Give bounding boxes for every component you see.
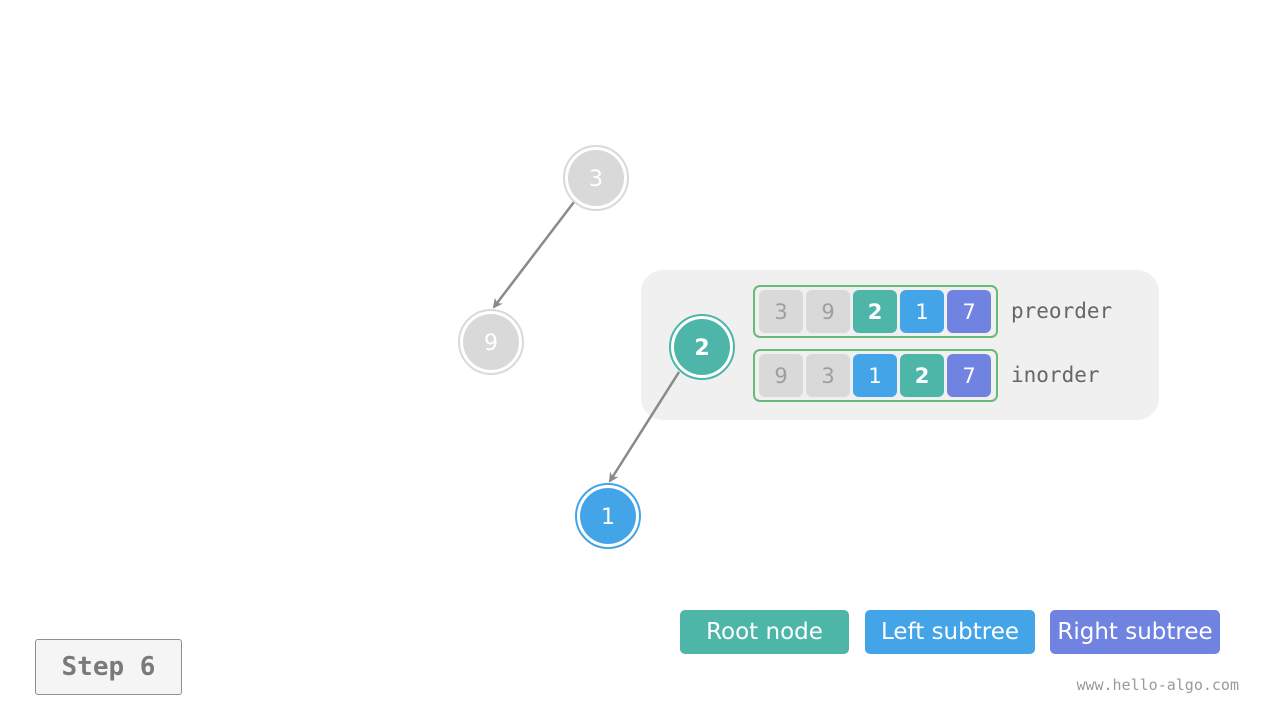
watermark: www.hello-algo.com (1076, 676, 1239, 694)
tree-node-2-label: 2 (694, 336, 709, 361)
svg-text:7: 7 (962, 300, 975, 324)
tree-node-2: 2 (669, 314, 735, 380)
preorder-cell: 7 (947, 290, 991, 333)
svg-text:9: 9 (774, 364, 787, 388)
inorder-array: 9 3 1 2 7 inorder (753, 349, 1100, 402)
inorder-cell: 1 (853, 354, 897, 397)
svg-text:9: 9 (821, 300, 834, 324)
inorder-cell: 2 (900, 354, 944, 397)
svg-text:2: 2 (868, 300, 883, 324)
inorder-array-border (753, 349, 998, 402)
legend-left-subtree: Left subtree (865, 610, 1035, 654)
tree-node-3: 3 (563, 145, 629, 211)
inorder-cell: 3 (806, 354, 850, 397)
preorder-cell: 9 (806, 290, 850, 333)
tree-node-9-label: 9 (484, 331, 498, 356)
tree-node-1: 1 (575, 483, 641, 549)
inorder-cell: 9 (759, 354, 803, 397)
svg-text:3: 3 (774, 300, 787, 324)
step-indicator: Step 6 (35, 639, 182, 695)
preorder-label: preorder (1011, 299, 1112, 323)
preorder-array: 3 9 2 1 7 preorder (753, 285, 1112, 338)
tree-node-9: 9 (458, 309, 524, 375)
tree-node-1-label: 1 (601, 505, 615, 530)
preorder-array-border (753, 285, 998, 338)
svg-text:2: 2 (915, 364, 930, 388)
preorder-cell: 1 (900, 290, 944, 333)
svg-text:1: 1 (915, 300, 928, 324)
edge-3-to-9 (492, 201, 575, 309)
preorder-cell: 3 (759, 290, 803, 333)
edge-2-to-1 (608, 371, 681, 483)
svg-text:3: 3 (821, 364, 834, 388)
preorder-cell: 2 (853, 290, 897, 333)
inorder-label: inorder (1011, 363, 1100, 387)
legend-root-node: Root node (680, 610, 849, 654)
tree-node-3-label: 3 (589, 167, 603, 192)
inorder-cell: 7 (947, 354, 991, 397)
svg-text:1: 1 (868, 364, 881, 388)
legend-right-subtree: Right subtree (1050, 610, 1220, 654)
svg-text:7: 7 (962, 364, 975, 388)
